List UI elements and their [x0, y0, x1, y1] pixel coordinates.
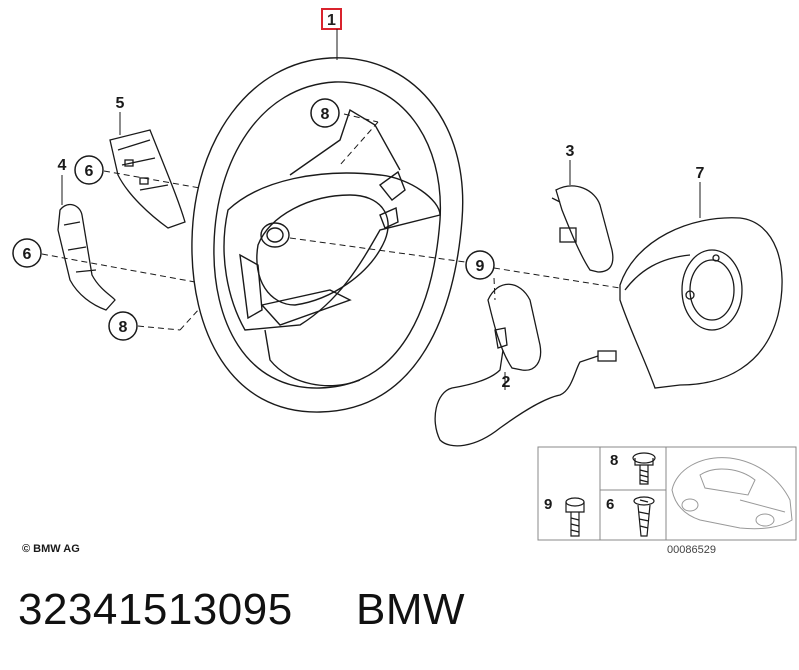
leader-lines: [41, 112, 701, 390]
svg-text:3: 3: [566, 143, 575, 160]
callout-3[interactable]: 3: [566, 143, 575, 160]
screw-6-icon: [633, 496, 655, 537]
part-7-airbag[interactable]: [619, 217, 783, 389]
fastener-inset: 8 9 6: [537, 446, 797, 541]
callout-7[interactable]: 7: [696, 165, 705, 182]
inset-label-6: 6: [606, 496, 614, 513]
car-icon: [671, 457, 793, 530]
svg-text:5: 5: [116, 95, 125, 112]
svg-text:9: 9: [476, 258, 485, 275]
svg-text:8: 8: [119, 319, 128, 336]
image-code: 00086529: [667, 544, 716, 556]
part-3-cover[interactable]: [551, 185, 614, 273]
brand-name: BMW: [356, 585, 466, 634]
svg-text:6: 6: [85, 163, 94, 180]
callout-8-bottom[interactable]: 8: [108, 311, 138, 341]
inset-label-8: 8: [610, 452, 618, 469]
callout-4[interactable]: 4: [58, 157, 67, 174]
inset-label-9: 9: [544, 496, 552, 513]
svg-text:4: 4: [58, 157, 67, 174]
callout-6-upper[interactable]: 6: [74, 155, 104, 185]
bolt-9-icon: [565, 497, 585, 537]
callout-1-text: 1: [327, 12, 336, 29]
callout-9[interactable]: 9: [465, 250, 495, 280]
steering-wheel[interactable]: [191, 57, 464, 413]
callout-6-lower[interactable]: 6: [12, 238, 42, 268]
svg-text:6: 6: [23, 246, 32, 263]
part-number: 32341513095: [18, 585, 293, 634]
callout-5[interactable]: 5: [116, 95, 125, 112]
bolt-8-icon: [632, 452, 656, 485]
svg-text:2: 2: [502, 374, 511, 391]
copyright-text: © BMW AG: [22, 543, 80, 555]
callout-2[interactable]: 2: [502, 374, 511, 391]
part-4-cover[interactable]: [57, 203, 116, 311]
callout-1-highlighted[interactable]: 1: [321, 8, 342, 60]
svg-text:7: 7: [696, 165, 705, 182]
callout-8-top[interactable]: 8: [310, 98, 340, 128]
part-2-switch[interactable]: [434, 283, 617, 447]
svg-text:8: 8: [321, 106, 330, 123]
